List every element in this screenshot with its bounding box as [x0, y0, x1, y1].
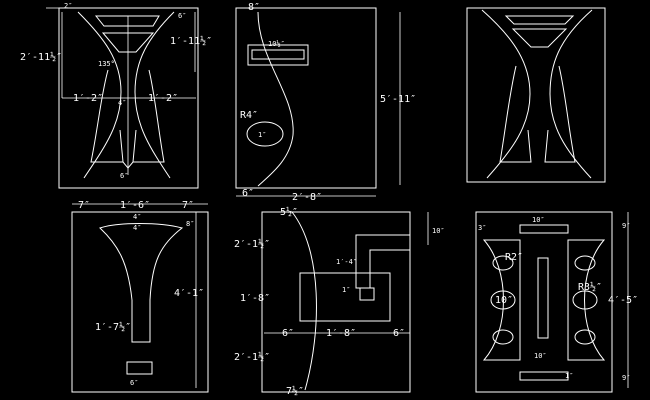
panel-6-top-bar [519, 224, 569, 234]
panel-5-label-top: 5½″ [280, 206, 298, 218]
panel-2-label-b-width: 2′-8″ [292, 192, 322, 203]
panel-5-bracket [355, 234, 411, 289]
panel-6-oval-right-mid [572, 290, 598, 310]
panel-6-label-right-bot: 9″ [622, 374, 630, 382]
panel-6-center-post [537, 257, 549, 339]
panel-4-outline [71, 211, 209, 393]
panel-4-label-t1: 7″ [78, 200, 90, 211]
panel-6-front-elevation: 10″ 3″ R2″ 10″ R3½″ 10″ 9″ 4′-5″ 9″ 1″ [475, 211, 638, 393]
panel-5-label-l3: 2′-1½″ [234, 351, 270, 363]
panel-1-label-mid-center: 4″ [118, 99, 126, 107]
panel-5-label-b-left: 6″ [282, 328, 294, 339]
panel-1-hourglass-elevation: 2″ 2′-11½″ 6″ 1′-11½″ 135° 1′-2″ 4″ 1′-2… [20, 2, 212, 189]
panel-6-oval-left-top [492, 255, 514, 271]
panel-1-label-mid-left: 1′-2″ [73, 93, 103, 104]
panel-3-cup [511, 28, 568, 48]
panel-4-label-right-mid: 4′-1″ [174, 288, 204, 299]
panel-2-outline [235, 7, 377, 189]
panel-2-side-elevation: 8″ 10½″ R4″ 1″ 5′-11″ 6″ 2′-8″ [235, 2, 416, 203]
panel-5-inner-box [299, 272, 391, 322]
panel-5-label-inner-r: 1″ [342, 286, 350, 294]
panel-5-label-right-small: 10″ [432, 227, 445, 235]
panel-3-outline [466, 7, 606, 183]
panel-3-funnel [504, 15, 575, 25]
panel-5-outline [261, 211, 411, 393]
panel-6-label-top: 10″ [532, 216, 545, 224]
panel-6-label-b-small: 1″ [565, 372, 573, 380]
panel-5-label-l2: 1′-8″ [240, 293, 270, 304]
panel-4-label-right-top: 8″ [186, 220, 194, 228]
panel-6-oval-left-mid [490, 290, 516, 310]
panel-1-label-top-small: 6″ [178, 12, 186, 20]
panel-6-label-right-mid: 4′-5″ [608, 295, 638, 306]
panel-3-right-curve [549, 9, 593, 179]
panel-2-label-b-small: 6″ [242, 188, 254, 199]
panel-1-outline [58, 7, 199, 189]
panel-1-label-top: 2″ [64, 2, 72, 10]
panel-6-label-tl: 3″ [478, 224, 486, 232]
panel-1-label-bottom: 6″ [120, 172, 128, 180]
panel-6-bottom-bar [519, 371, 569, 381]
panel-2-label-circle: 1″ [258, 131, 266, 139]
panel-6-label-r2: 10″ [495, 295, 513, 306]
panel-2-slot-outer [247, 44, 309, 66]
panel-5-small-box [359, 287, 375, 301]
panel-4-leg-elevation: 7″ 1′-6″ 7″ 4″ 4″ 8″ 4′-1″ 1′-7½″ 6″ [71, 200, 209, 393]
panel-1-left-curve [77, 11, 122, 179]
panel-6-label-right-top: 9″ [622, 222, 630, 230]
panel-2-slot-inner [251, 49, 305, 60]
panel-1-funnel-top [94, 15, 160, 27]
panel-6-left-panel [482, 239, 521, 361]
panel-1-bottom-v [91, 161, 164, 169]
panel-4-label-top-small-2: 4″ [133, 224, 141, 232]
panel-2-label-slot: 10½″ [268, 40, 285, 48]
panel-1-label-height: 2′-11½″ [20, 51, 62, 63]
panel-6-label-r1: R2″ [505, 252, 523, 263]
panel-4-label-t3: 7″ [182, 200, 194, 211]
panel-5-curve [291, 211, 317, 391]
panel-2-label-height: 5′-11″ [380, 94, 416, 105]
panel-3-right-inner [544, 65, 576, 163]
panel-1-label-mid-right: 1′-2″ [148, 93, 178, 104]
panel-5-label-bottom: 7½″ [286, 385, 304, 397]
panel-4-label-top-small: 4″ [133, 213, 141, 221]
panel-6-outline [475, 211, 613, 393]
panel-4-foot [126, 361, 153, 375]
panel-4-label-bottom: 6″ [130, 379, 138, 387]
panel-6-right-panel [567, 239, 606, 361]
panel-6-label-bottom: 10″ [534, 352, 547, 360]
panel-6-oval-right-top [574, 255, 596, 271]
panel-2-label-top: 8″ [248, 2, 260, 13]
panel-5-label-b-right: 6″ [393, 328, 405, 339]
panel-6-oval-right-bot [574, 329, 596, 345]
panel-5-label-l1: 2′-1½″ [234, 238, 270, 250]
panel-1-cup [101, 32, 155, 53]
panel-1-right-curve [134, 11, 175, 179]
panel-6-label-r3: R3½″ [578, 281, 602, 293]
panel-5-label-inner-top: 1′-4″ [336, 258, 357, 266]
panel-4-label-left-mid: 1′-7½″ [95, 321, 131, 333]
panel-1-label-right: 1′-11½″ [170, 35, 212, 47]
panel-4-label-t2: 1′-6″ [120, 200, 150, 211]
panel-5-section: 5½″ 2′-1½″ 1′-8″ 2′-1½″ 6″ 1′-8″ 6″ 1′-4… [234, 206, 445, 397]
panel-6-oval-left-bot [492, 329, 514, 345]
panel-1-label-angle: 135° [98, 60, 115, 68]
panel-3-left-inner [499, 65, 532, 163]
panel-3-left-curve [481, 9, 531, 179]
panel-5-label-b-mid: 1′-8″ [326, 328, 356, 339]
panel-2-curve [257, 11, 294, 187]
panel-3-hourglass-reference [466, 7, 606, 183]
panel-2-hole [246, 121, 284, 147]
panel-2-label-radius: R4″ [240, 110, 258, 121]
panel-4-leg [99, 223, 184, 343]
